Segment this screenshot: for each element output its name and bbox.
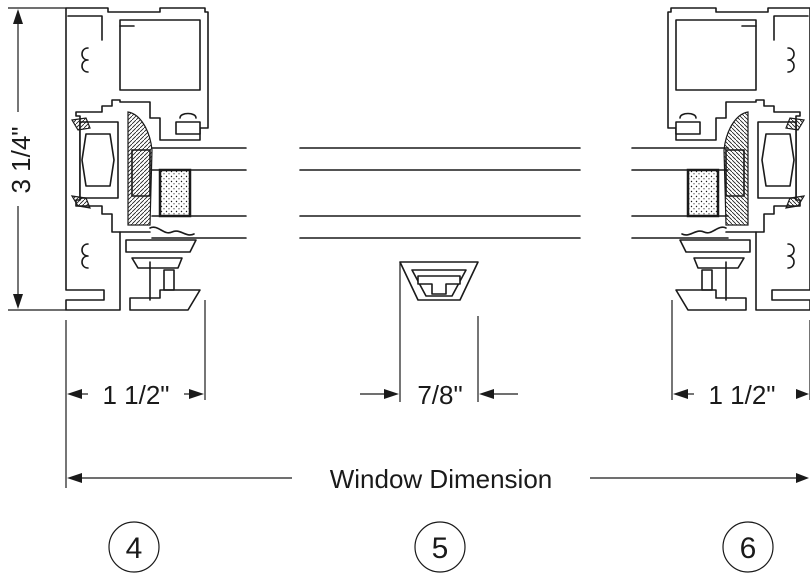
right-width-dimension: 1 1/2" (671, 300, 810, 410)
overall-dimension: Window Dimension (65, 400, 809, 494)
callout-left-number: 4 (126, 532, 143, 565)
insulated-glass-unit-left (151, 147, 247, 239)
right-frame-profile (667, 7, 810, 311)
height-dimension: 3 1/4" (6, 7, 66, 311)
overall-dimension-label: Window Dimension (330, 464, 553, 494)
callout-center: 5 (414, 521, 466, 573)
right-width-label: 1 1/2" (708, 380, 775, 410)
callout-right-number: 6 (740, 532, 757, 565)
insulated-glass-unit-right (631, 147, 729, 239)
left-width-dimension: 1 1/2" (65, 300, 206, 410)
callout-center-number: 5 (432, 532, 449, 565)
left-width-label: 1 1/2" (102, 380, 169, 410)
left-frame-profile (65, 7, 209, 311)
center-glazing-stop-profile (399, 261, 479, 301)
insulated-glass-unit-center (299, 147, 581, 239)
callout-left: 4 (108, 521, 160, 573)
center-width-label: 7/8" (417, 380, 462, 410)
callout-right: 6 (722, 521, 774, 573)
height-dimension-label: 3 1/4" (6, 126, 36, 193)
center-width-dimension: 7/8" (360, 262, 518, 410)
